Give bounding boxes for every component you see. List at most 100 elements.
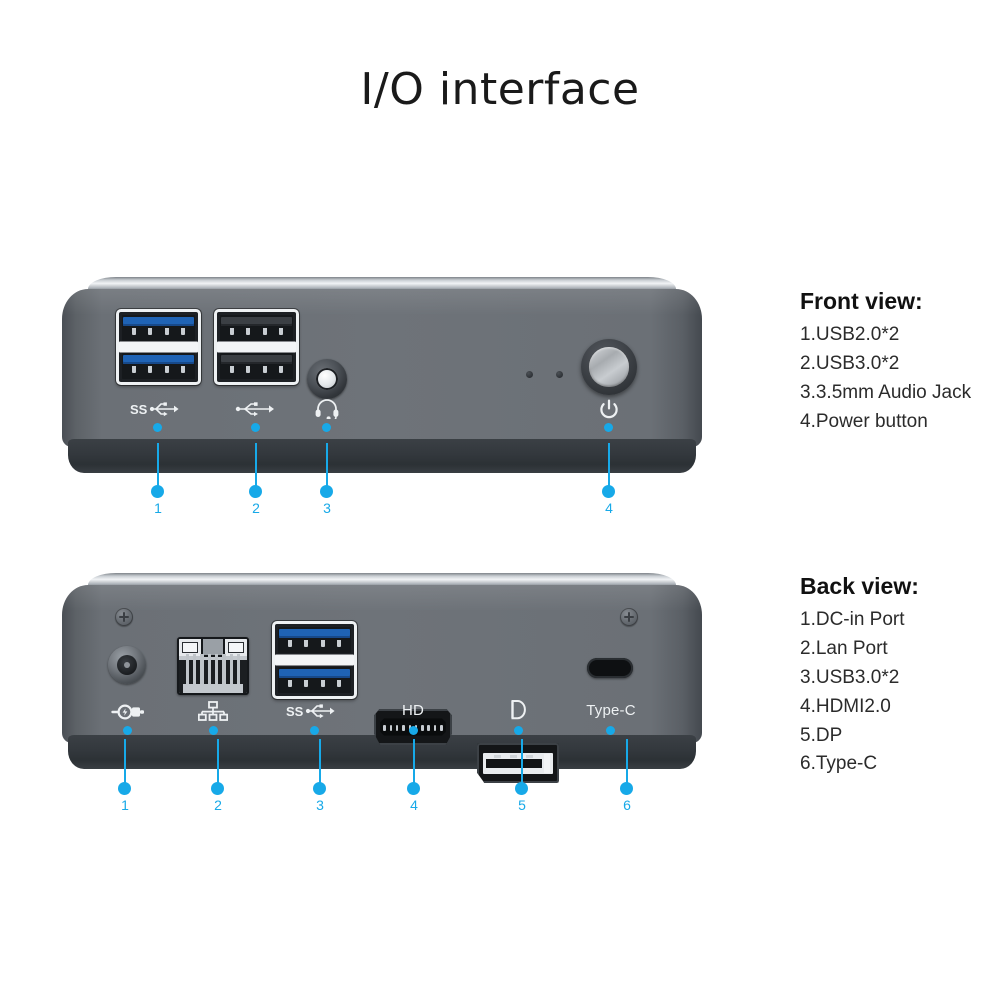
usb-divider [217,341,296,353]
front-audio-jack[interactable] [307,359,347,399]
front-view-device: SS [62,277,702,473]
back-view-heading: Back view: [800,573,919,599]
usb-frame [116,309,201,385]
dp-tabs [490,754,538,758]
front-callout-dot-2 [249,485,262,498]
front-view-legend: Front view: 1.USB2.0*2 2.USB3.0*2 3.3.5m… [800,288,971,437]
dc-icon-label [102,703,154,721]
front-callout-dot-4 [602,485,615,498]
list-item: 1.USB2.0*2 [800,324,900,345]
dc-in-barrel [116,654,138,676]
list-item: 2.USB3.0*2 [800,352,900,374]
status-led-1 [526,371,533,378]
back-callout-dot-3 [313,782,326,795]
power-icon [600,399,618,419]
displayport-port[interactable] [477,743,559,783]
front-leader-4 [608,443,610,491]
usb-pins [126,366,191,373]
dc-power-plug-icon [111,704,144,720]
back-chassis-dot-6 [606,726,615,735]
usb-tongue [123,317,194,326]
front-leader-1 [157,443,159,491]
back-callout-number-5: 5 [518,797,526,813]
back-callout-dot-1 [118,782,131,795]
back-leader-4 [413,739,415,787]
type-c-label: Type-C [583,703,639,718]
power-button[interactable] [581,339,637,395]
back-chassis-dot-1 [123,726,132,735]
usb-tongue [221,355,292,364]
dp-inner [482,752,554,775]
dc-in-pin [123,661,131,669]
list-item: 6.Type-C [800,753,878,775]
dc-in-port[interactable] [108,646,146,684]
back-leader-5 [521,739,523,787]
usb2-icon-label [220,401,292,417]
usb-tongue [123,355,194,364]
usb-frame [272,621,357,699]
front-callout-number-3: 3 [323,500,331,516]
usb-icon [235,402,274,417]
back-leader-3 [319,739,321,787]
rj45-leds [181,642,245,654]
audio-jack-inner [315,367,339,391]
back-callout-number-3: 3 [316,797,324,813]
front-view-heading: Front view: [800,288,923,314]
usb-pins [282,640,347,647]
type-c-port[interactable] [587,658,633,678]
front-usb3-dual-port[interactable] [116,309,201,385]
rj45-shadow [183,684,243,693]
front-usb2-dual-port[interactable] [214,309,299,385]
back-usb3-icon-label: SS [278,703,350,719]
back-chassis-dot-2 [209,726,218,735]
svg-text:SS: SS [286,704,304,719]
screw-left [115,608,133,626]
usb-divider [119,341,198,353]
front-base [68,439,696,473]
audio-icon-label [303,399,351,419]
rj45-notch [200,639,226,658]
rj45-pins [185,654,241,686]
front-callout-dot-3 [320,485,333,498]
usb-pins [126,328,191,335]
front-chassis-dot-4 [604,423,613,432]
list-item: 2.Lan Port [800,637,888,659]
power-button-cap [589,347,629,387]
usb-pins [224,366,289,373]
list-item: 5.DP [800,724,843,746]
back-chassis-dot-4 [409,726,418,735]
back-chassis-dot-3 [310,726,319,735]
hdmi-label-text: HD [401,702,425,719]
back-leader-6 [626,739,628,787]
front-chassis-dot-2 [251,423,260,432]
back-view-list: 1.DC-in Port 2.Lan Port 3.USB3.0*2 4.HDM… [800,606,919,779]
headset-icon [315,399,339,419]
dp-icon-label [500,699,536,721]
usb2-slot-top [220,315,293,341]
front-callout-number-2: 2 [252,500,260,516]
usb3-slot-top [278,627,351,653]
screw-right [620,608,638,626]
front-leader-3 [326,443,328,491]
back-callout-dot-4 [407,782,420,795]
power-icon-label [585,399,633,421]
front-chassis-dot-3 [322,423,331,432]
usb3-slot-bottom [278,667,351,693]
back-lid-edge [88,573,676,587]
hdmi-label: HD [388,703,438,718]
front-lid-edge [88,277,676,291]
back-callout-dot-5 [515,782,528,795]
back-callout-number-6: 6 [623,797,631,813]
back-callout-dot-2 [211,782,224,795]
back-leader-1 [124,739,126,787]
back-usb3-dual-port[interactable] [272,621,357,699]
front-callout-dot-1 [151,485,164,498]
usb-tongue [221,317,292,326]
network-icon [198,701,228,721]
back-callout-number-1: 1 [121,797,129,813]
lan-port[interactable] [177,637,249,695]
usb-tongue [279,629,350,638]
back-callout-number-2: 2 [214,797,222,813]
front-leader-2 [255,443,257,491]
